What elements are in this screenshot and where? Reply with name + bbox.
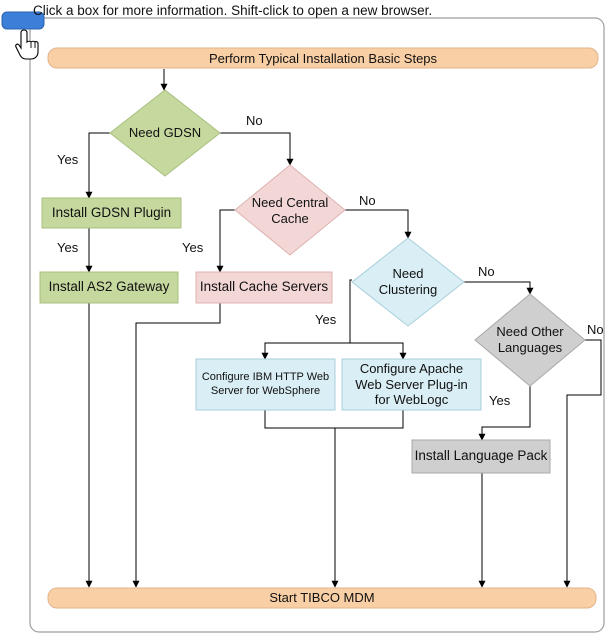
- configure-ibm-label[interactable]: Configure IBM HTTP Web Server for WebSph…: [201, 371, 330, 397]
- perform-typical-label[interactable]: Perform Typical Installation Basic Steps: [208, 50, 438, 66]
- install-language-pack-box[interactable]: [411, 439, 551, 474]
- connector-cacheservers-to-start: [132, 303, 221, 588]
- need-clustering-label[interactable]: Need Clustering: [378, 266, 438, 297]
- edge-label-clustering-yes: Yes: [315, 312, 337, 327]
- install-language-pack-label[interactable]: Install Language Pack: [414, 448, 548, 464]
- hand-pointer-icon: [15, 29, 39, 60]
- install-as2-gateway-box[interactable]: [39, 271, 179, 304]
- install-gdsn-plugin-label[interactable]: Install GDSN Plugin: [51, 204, 172, 220]
- install-as2-gateway-label[interactable]: Install AS2 Gateway: [48, 279, 170, 295]
- connector-languages-yes: [478, 383, 531, 441]
- edge-label-cache-yes: Yes: [182, 240, 204, 255]
- edge-label-clustering-no: No: [478, 264, 495, 279]
- install-gdsn-plugin-box[interactable]: [41, 197, 182, 229]
- connector-languages-no: [563, 339, 602, 588]
- need-other-languages-diamond[interactable]: [474, 293, 586, 387]
- connector-gdsn-yes: [85, 132, 110, 199]
- configure-apache-label[interactable]: Configure Apache Web Server Plug-in for …: [355, 361, 468, 408]
- perform-typical-box[interactable]: [47, 47, 599, 69]
- connector-clustering-no: [464, 281, 534, 295]
- connector-clustering-yes-apache: [350, 342, 407, 360]
- start-tibco-box[interactable]: [47, 587, 597, 609]
- edge-label-cache-no: No: [359, 193, 376, 208]
- configure-apache-box[interactable]: [341, 358, 482, 411]
- diagram-frame: [29, 17, 605, 633]
- connector-cache-yes: [216, 209, 235, 273]
- connector-gdsn-no: [220, 132, 294, 166]
- instruction-text: Click a box for more information. Shift-…: [33, 3, 433, 18]
- install-cache-servers-box[interactable]: [195, 271, 333, 304]
- need-central-cache-label[interactable]: Need Central Cache: [251, 195, 329, 226]
- need-gdsn-diamond[interactable]: [109, 89, 221, 177]
- connector-configure-merge: [264, 410, 404, 429]
- edge-label-plugin-yes: Yes: [57, 240, 79, 255]
- edge-label-languages-no: No: [587, 322, 604, 337]
- need-central-cache-diamond[interactable]: [234, 164, 346, 256]
- edge-label-gdsn-yes: Yes: [57, 152, 79, 167]
- edge-label-gdsn-no: No: [246, 113, 263, 128]
- need-other-languages-label[interactable]: Need Other Languages: [496, 324, 564, 355]
- edge-label-languages-yes: Yes: [489, 393, 511, 408]
- start-tibco-label[interactable]: Start TIBCO MDM: [269, 590, 375, 606]
- info-button[interactable]: [1, 11, 45, 30]
- install-cache-servers-label[interactable]: Install Cache Servers: [199, 279, 329, 295]
- need-clustering-diamond[interactable]: [351, 237, 465, 327]
- configure-ibm-box[interactable]: [195, 358, 336, 411]
- connector-cache-no: [345, 209, 412, 239]
- need-gdsn-label[interactable]: Need GDSN: [128, 125, 202, 141]
